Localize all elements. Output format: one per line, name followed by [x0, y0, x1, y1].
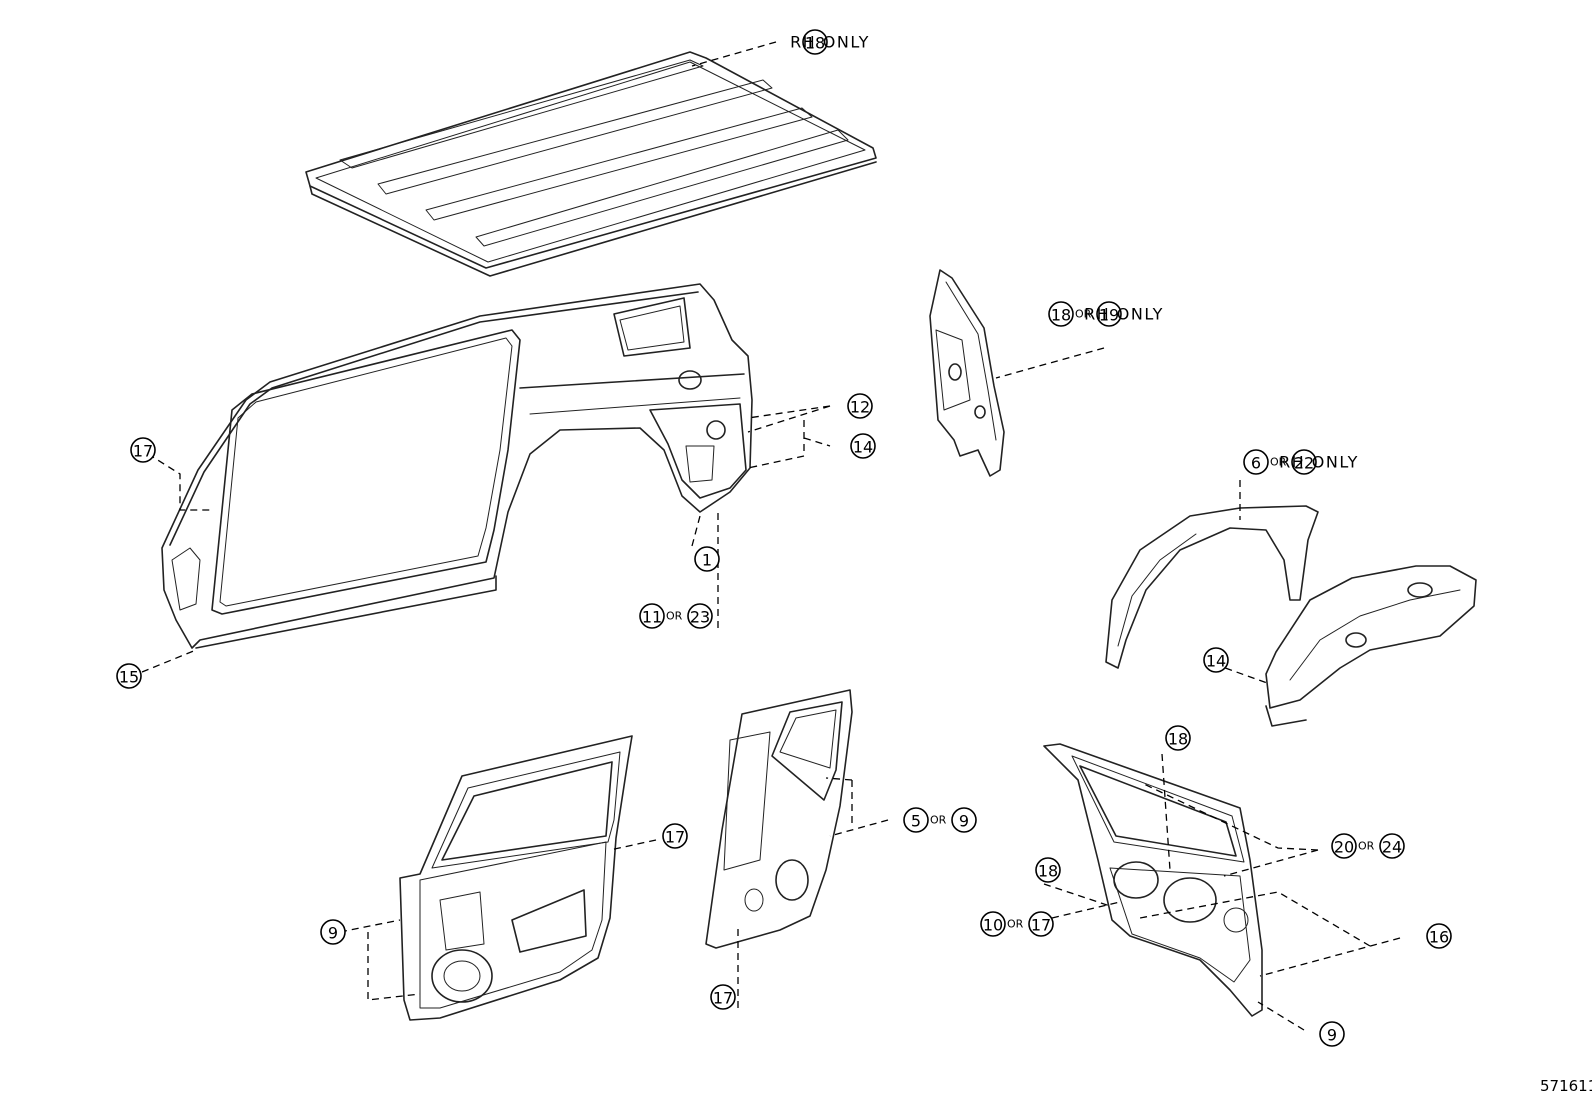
callout-circle: [1426, 923, 1452, 949]
callout-circle: [694, 546, 720, 572]
callout-bdoor-10-17: 10 17: [980, 911, 1054, 937]
callout-circle: [1096, 301, 1122, 327]
callout-or-word: OR: [666, 610, 683, 623]
callout-or-word: OR: [1007, 918, 1024, 931]
callout-side-17: 17: [130, 437, 156, 463]
wheel-house-inner: [1265, 565, 1477, 727]
callout-circle: [1319, 1021, 1345, 1047]
callout-number: 18: [1051, 306, 1071, 325]
callout-circle: [802, 29, 828, 55]
callout-number: 19: [1099, 306, 1119, 325]
callout-circle: [116, 663, 142, 689]
callout-circle: [1028, 911, 1054, 937]
callout-rh-only: RH ONLY: [1279, 453, 1359, 472]
callout-circle: [951, 807, 977, 833]
diagram-id: 571611: [1540, 1077, 1592, 1095]
callout-number: 11: [642, 608, 662, 627]
callout-side-1: 1: [694, 546, 720, 572]
callout-circle: [1331, 833, 1357, 859]
callout-circle: [639, 603, 665, 629]
callout-number: 20: [1334, 838, 1354, 857]
callout-number: 24: [1382, 838, 1402, 857]
callout-number: 10: [983, 916, 1003, 935]
callout-number: 17: [133, 442, 153, 461]
callout-side-14: 14: [850, 433, 876, 459]
callout-circle: [903, 807, 929, 833]
callout-circle: [850, 433, 876, 459]
callout-circle: [710, 984, 736, 1010]
callout-number: 9: [328, 924, 338, 943]
callout-circle: [1291, 449, 1317, 475]
callout-circle: [1243, 449, 1269, 475]
rear-door-panel: [705, 689, 853, 949]
callout-number: 18: [1168, 730, 1188, 749]
callout-circle: [1165, 725, 1191, 751]
callout-bdoor-9: 9: [1319, 1021, 1345, 1047]
callout-number: 9: [1327, 1026, 1337, 1045]
callout-rdoor-17: 17: [710, 984, 736, 1010]
callout-circle: [1379, 833, 1405, 859]
callout-or-word: OR: [1358, 840, 1375, 853]
callout-circle: [980, 911, 1006, 937]
callout-rh-only: RH ONLY: [790, 33, 870, 52]
callout-number: 18: [1038, 862, 1058, 881]
back-door-panel: [1043, 743, 1263, 1017]
callout-fdoor-17: 17: [662, 823, 688, 849]
callout-bdoor-16: 16: [1426, 923, 1452, 949]
callout-number: 5: [911, 812, 921, 831]
callout-or-word: OR: [1075, 308, 1092, 321]
callout-number: 17: [665, 828, 685, 847]
callout-number: 9: [959, 812, 969, 831]
callout-circle: [1048, 301, 1074, 327]
callout-or-word: OR: [1270, 456, 1287, 469]
callout-circle: [130, 437, 156, 463]
callout-or-word: OR: [930, 814, 947, 827]
callout-side-12: 12: [847, 393, 873, 419]
callout-side-15: 15: [116, 663, 142, 689]
callout-number: 23: [690, 608, 710, 627]
callout-number: 14: [1206, 652, 1226, 671]
callout-number: 22: [1294, 454, 1314, 473]
callout-wheel-14: 14: [1203, 647, 1229, 673]
callout-number: 18: [805, 34, 825, 53]
callout-number: 14: [853, 438, 873, 457]
callout-number: 1: [702, 551, 712, 570]
callout-number: 17: [713, 989, 733, 1008]
callout-side-11-23: 11 23: [639, 603, 713, 629]
callout-number: 17: [1031, 916, 1051, 935]
callout-bdoor-18-top: 18: [1165, 725, 1191, 751]
callout-rh-only: RH ONLY: [1084, 305, 1164, 324]
callout-number: 12: [850, 398, 870, 417]
callout-number: 6: [1251, 454, 1261, 473]
callout-bdoor-18-left: 18: [1035, 857, 1061, 883]
wheel-house-outer: [1105, 505, 1319, 669]
callout-fdoor-9: 9: [320, 919, 346, 945]
callout-circle: [1035, 857, 1061, 883]
leader-lines: [141, 41, 1401, 1031]
quarter-inner-panel: [929, 269, 1005, 477]
callout-number: 15: [119, 668, 139, 687]
front-door-panel: [399, 735, 633, 1021]
callout-number: 16: [1429, 928, 1449, 947]
callout-circle: [687, 603, 713, 629]
callout-circle: [847, 393, 873, 419]
callout-circle: [662, 823, 688, 849]
body-side-outer-panel: [161, 283, 753, 649]
roof-panel: [305, 51, 877, 277]
callout-circle: [1203, 647, 1229, 673]
callout-circle: [320, 919, 346, 945]
